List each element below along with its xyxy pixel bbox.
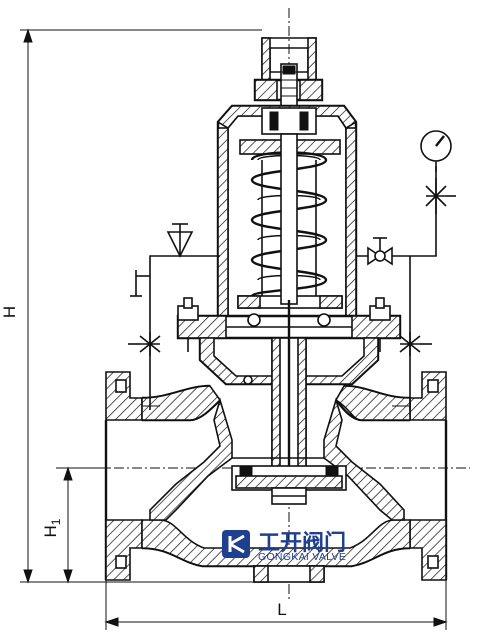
height1-label: H1 <box>41 518 63 537</box>
dimension-h: H <box>0 28 262 584</box>
height-label: H <box>0 306 19 318</box>
pilot-line-left <box>128 223 220 410</box>
dimension-l: L <box>104 578 448 630</box>
dimension-h1: H1 <box>41 466 110 584</box>
logo-mark-icon <box>222 530 250 558</box>
pilot-line-right <box>356 130 456 410</box>
valve-body <box>104 371 448 583</box>
housing-bolts <box>177 297 391 352</box>
spring-bonnet <box>216 104 358 320</box>
valve-stem <box>271 300 307 500</box>
height1-letter: H <box>41 525 60 537</box>
valve-disc <box>231 465 347 505</box>
length-label: L <box>277 600 286 619</box>
flange-bolts <box>115 379 439 569</box>
logo-english-text: GONGKAI VALVE <box>258 551 346 563</box>
height1-subscript: 1 <box>49 518 63 525</box>
brand-logo: 工开阀门 GONGKAI VALVE <box>222 530 346 563</box>
spring <box>250 133 328 305</box>
logo-chinese-text: 工开阀门 <box>258 530 346 556</box>
